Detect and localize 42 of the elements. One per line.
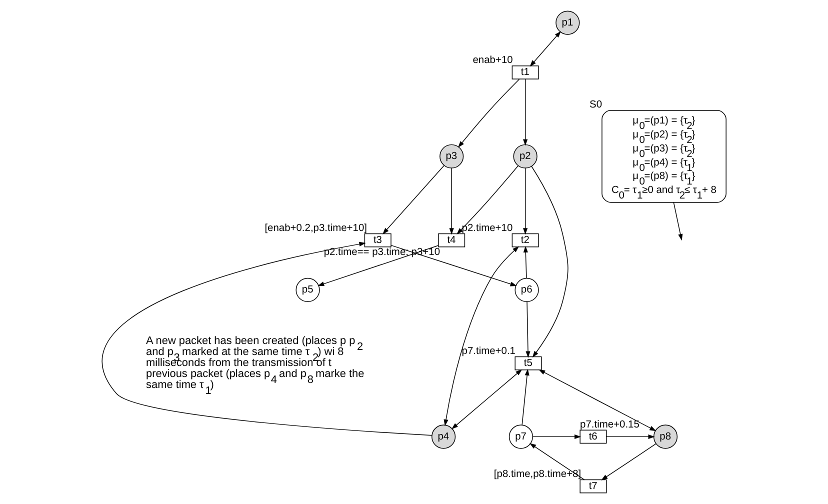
node-label: p7.time+0.15 xyxy=(580,419,640,430)
arrow xyxy=(449,168,454,235)
arrow xyxy=(522,368,530,426)
node-box: t5 xyxy=(514,356,542,370)
arrow xyxy=(382,165,444,234)
arrow xyxy=(390,244,517,286)
node-circle: p1 xyxy=(556,10,580,35)
node-label: [enab+0.2,p3.time+10] xyxy=(264,222,367,234)
node-box: t3 xyxy=(364,233,392,248)
node-box: t4 xyxy=(438,233,466,248)
arrow xyxy=(673,202,683,241)
arrow xyxy=(318,245,439,286)
node-label: p2.time+10 xyxy=(462,222,513,234)
node-label: S0 xyxy=(590,100,602,111)
node-circle: p6 xyxy=(514,278,539,302)
node-circle: p8 xyxy=(653,424,678,449)
arrow xyxy=(538,369,656,432)
arrow xyxy=(606,434,655,439)
node-label: p7.time+0.1 xyxy=(462,346,516,357)
arrow xyxy=(444,246,520,426)
node-label: enab+10 xyxy=(472,55,513,66)
node-circle: p4 xyxy=(432,424,456,449)
arrow xyxy=(458,78,520,148)
node-circle: p3 xyxy=(440,144,464,168)
arrow xyxy=(530,31,562,67)
node-circle: p2 xyxy=(513,144,538,168)
arrow xyxy=(523,246,528,278)
arrow xyxy=(601,443,656,480)
arrow xyxy=(523,168,528,235)
node-box: t2 xyxy=(512,233,539,248)
node-circle: p7 xyxy=(508,424,533,449)
node-box: t7 xyxy=(580,479,607,494)
arrow xyxy=(526,302,530,358)
arrow xyxy=(452,369,522,430)
node-circle: p5 xyxy=(296,278,320,302)
arrow xyxy=(456,166,518,234)
node-box: t1 xyxy=(512,65,539,80)
arrow xyxy=(523,78,528,146)
node-box: t6 xyxy=(580,430,607,444)
arrow xyxy=(531,166,568,358)
arrow xyxy=(102,242,432,436)
arrow xyxy=(532,434,582,439)
